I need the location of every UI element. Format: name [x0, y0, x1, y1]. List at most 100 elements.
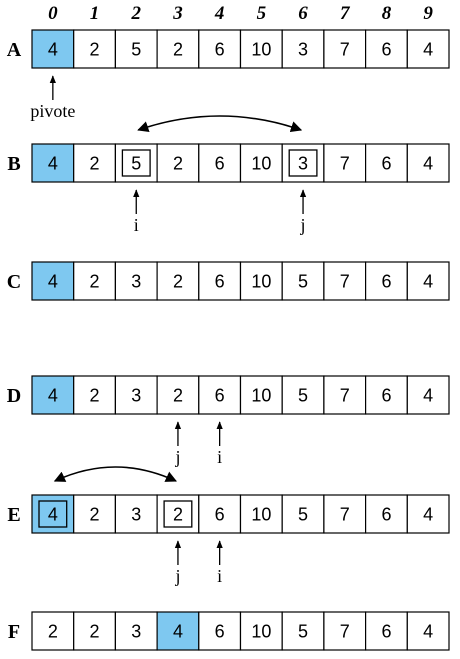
index-label: 8 — [382, 3, 392, 24]
swap-arrow — [137, 115, 303, 133]
index-label: 3 — [172, 3, 183, 24]
array-cell — [73, 143, 116, 183]
array-cell — [281, 261, 325, 301]
cell-value: 7 — [340, 505, 350, 525]
array-cell — [31, 375, 75, 415]
array-cell — [73, 611, 116, 651]
cell-value: 6 — [381, 154, 391, 174]
cell-value: 10 — [251, 154, 271, 174]
cell-value: 4 — [423, 272, 433, 292]
array-cell — [198, 143, 242, 183]
cell-value: 5 — [131, 154, 141, 174]
array-cell — [406, 261, 450, 301]
pointer-label: pivote — [30, 101, 75, 121]
cell-value: 6 — [215, 386, 225, 406]
cell-value: 4 — [48, 386, 58, 406]
index-label: 4 — [214, 3, 225, 24]
cell-value: 4 — [48, 505, 58, 525]
array-cell — [281, 494, 325, 534]
cell-value: 10 — [251, 505, 271, 525]
pointer-label: i — [217, 447, 222, 467]
index-label: 0 — [48, 3, 58, 24]
cell-value: 3 — [131, 272, 141, 292]
cell-value: 6 — [215, 505, 225, 525]
array-cell — [323, 143, 367, 183]
array-cell — [198, 29, 242, 69]
array-cell — [323, 29, 367, 69]
array-cell — [406, 29, 450, 69]
cell-value: 4 — [423, 154, 433, 174]
array-cell — [239, 494, 283, 534]
cell-value: 5 — [298, 505, 308, 525]
array-cell — [323, 375, 367, 415]
index-label: 2 — [131, 3, 142, 24]
index-label: 5 — [257, 3, 267, 24]
swap-arrow — [53, 466, 177, 482]
cell-value: 2 — [173, 40, 183, 60]
row-label: F — [8, 621, 20, 643]
index-label: 7 — [340, 3, 351, 24]
cell-value: 6 — [215, 154, 225, 174]
row-label: A — [7, 39, 22, 61]
array-cell — [239, 375, 283, 415]
cell-value: 2 — [90, 505, 100, 525]
array-cell — [239, 29, 283, 69]
cell-value: 5 — [298, 272, 308, 292]
cell-value: 4 — [423, 40, 433, 60]
index-label: 6 — [298, 3, 308, 24]
cell-value: 6 — [381, 505, 391, 525]
cell-value: 6 — [215, 622, 225, 642]
array-cell — [406, 494, 450, 534]
array-cell — [198, 261, 242, 301]
cell-value: 4 — [48, 40, 58, 60]
array-cell — [198, 375, 242, 415]
cell-value: 3 — [131, 622, 141, 642]
cell-value: 10 — [251, 272, 271, 292]
swap-marker-box — [38, 500, 68, 528]
cell-value: 2 — [48, 622, 58, 642]
pointer-label: j — [174, 447, 180, 467]
pointer-label: i — [217, 566, 222, 586]
cell-value: 2 — [90, 386, 100, 406]
pointer-label: j — [174, 566, 180, 586]
array-cell — [281, 29, 325, 69]
array-cell — [114, 261, 158, 301]
cell-value: 4 — [173, 622, 183, 642]
cell-value: 4 — [423, 622, 433, 642]
index-label: 9 — [423, 3, 433, 24]
array-cell — [365, 611, 408, 651]
array-cell — [239, 143, 283, 183]
index-label: 1 — [90, 3, 100, 24]
cell-value: 6 — [381, 40, 391, 60]
cell-value: 2 — [90, 622, 100, 642]
swap-marker-box — [163, 500, 193, 528]
row-label: C — [7, 271, 21, 293]
cell-value: 10 — [251, 40, 271, 60]
array-cell — [156, 375, 200, 415]
array-cell — [114, 29, 158, 69]
row-label: D — [7, 385, 21, 407]
cell-value: 2 — [173, 154, 183, 174]
array-cell — [31, 611, 75, 651]
cell-value: 4 — [48, 154, 58, 174]
array-cell — [406, 375, 450, 415]
array-cell — [365, 29, 408, 69]
cell-value: 3 — [298, 154, 308, 174]
cell-value: 6 — [381, 272, 391, 292]
cell-value: 10 — [251, 386, 271, 406]
array-cell — [73, 29, 116, 69]
pointer-label: i — [134, 215, 139, 235]
cell-value: 2 — [90, 40, 100, 60]
array-cell — [239, 261, 283, 301]
array-cell — [365, 261, 408, 301]
cell-value: 3 — [131, 505, 141, 525]
swap-marker-box — [121, 149, 151, 177]
array-cell — [114, 375, 158, 415]
cell-value: 6 — [215, 40, 225, 60]
array-cell — [31, 261, 75, 301]
